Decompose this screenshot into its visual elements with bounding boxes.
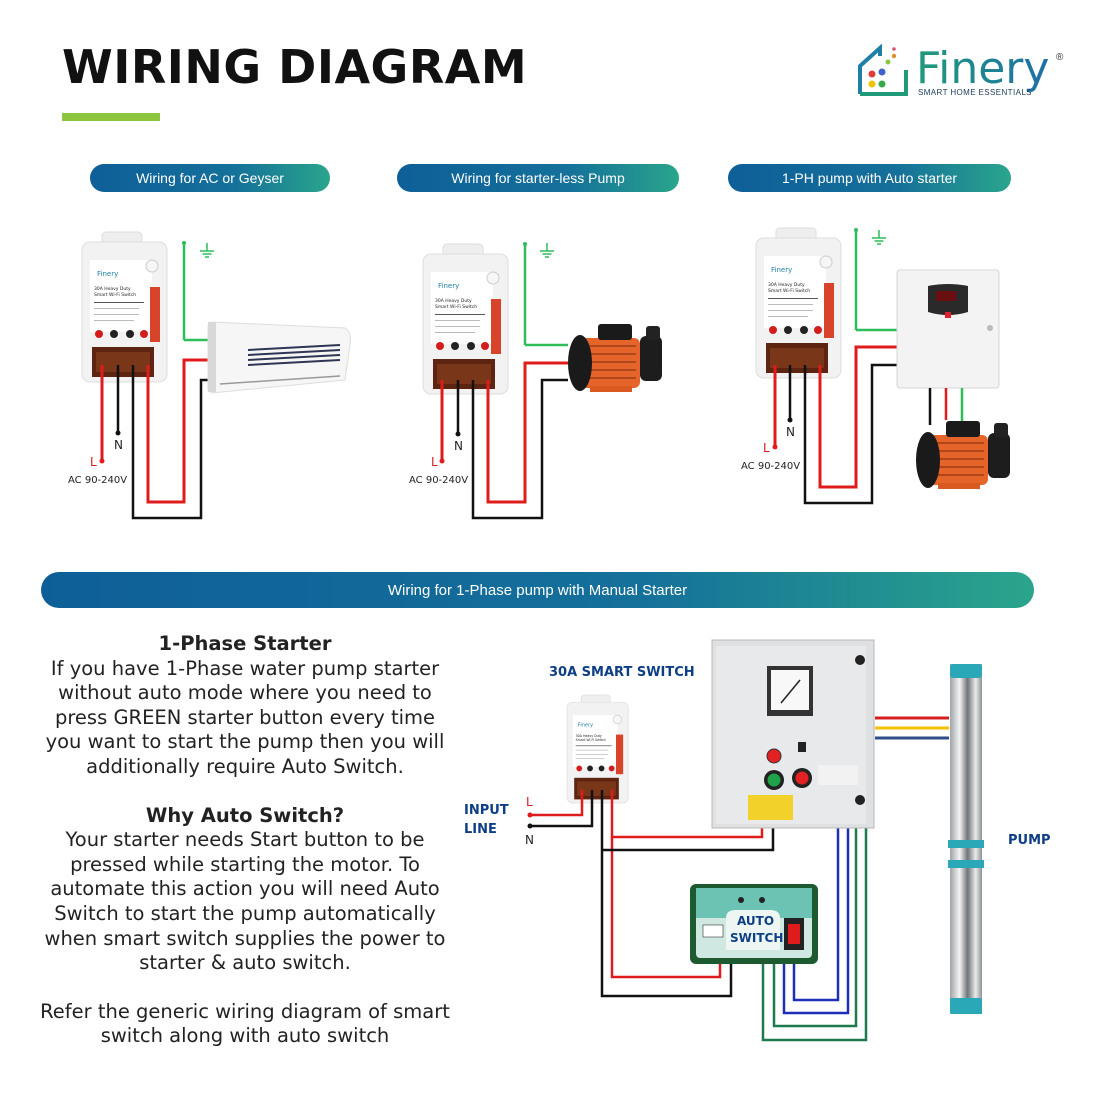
input-label: INPUT <box>464 803 509 818</box>
auto-neutral-label: N <box>786 425 795 439</box>
brand-tagline: SMART HOME ESSENTIALS <box>918 88 1032 97</box>
auto-switch-label-1: AUTO <box>737 914 775 928</box>
section-label-starterless-pump: Wiring for starter-less Pump <box>397 164 679 192</box>
section-label-manual-starter: Wiring for 1-Phase pump with Manual Star… <box>41 572 1034 608</box>
section-label-ac-geyser: Wiring for AC or Geyser <box>90 164 330 192</box>
line-label: LINE <box>464 822 497 837</box>
manual-neutral-label: N <box>525 833 534 847</box>
heading-why-auto-switch: Why Auto Switch? <box>145 803 345 827</box>
ac-neutral-label: N <box>114 438 123 452</box>
finery-logo-icon <box>858 44 908 96</box>
paragraph-refer: Refer the generic wiring diagram of smar… <box>40 999 450 1048</box>
smart-switch-label: 30A SMART SWITCH <box>549 665 695 680</box>
diagram-ac-geyser <box>81 231 351 520</box>
title-underline <box>62 113 160 121</box>
diagram-starterless-pump <box>422 242 663 520</box>
page-title: WIRING DIAGRAM <box>62 40 528 94</box>
paragraph-1-phase-starter: If you have 1-Phase water pump starter w… <box>45 656 445 778</box>
pump-neutral-label: N <box>454 439 463 453</box>
section-label-auto-starter: 1-PH pump with Auto starter <box>728 164 1011 192</box>
manual-line-label: L <box>526 795 533 809</box>
pump-line-label: L <box>431 455 438 469</box>
explanation-text: 1-Phase Starter If you have 1-Phase wate… <box>40 632 450 1049</box>
ac-line-label: L <box>90 455 97 469</box>
diagram-auto-starter <box>755 227 1011 505</box>
paragraph-why-auto-switch: Your starter needs Start button to be pr… <box>44 828 446 975</box>
auto-switch-label-2: SWITCH <box>730 931 784 945</box>
brand-name: Finery <box>916 43 1050 94</box>
pump-supply-label: AC 90-240V <box>409 475 469 486</box>
registered-mark: ® <box>1056 52 1064 63</box>
diagram-manual-starter <box>527 639 984 1042</box>
heading-1-phase-starter: 1-Phase Starter <box>158 632 332 655</box>
pump-label: PUMP <box>1008 833 1051 848</box>
ac-supply-label: AC 90-240V <box>68 475 128 486</box>
auto-line-label: L <box>763 441 770 455</box>
auto-supply-label: AC 90-240V <box>741 461 801 472</box>
